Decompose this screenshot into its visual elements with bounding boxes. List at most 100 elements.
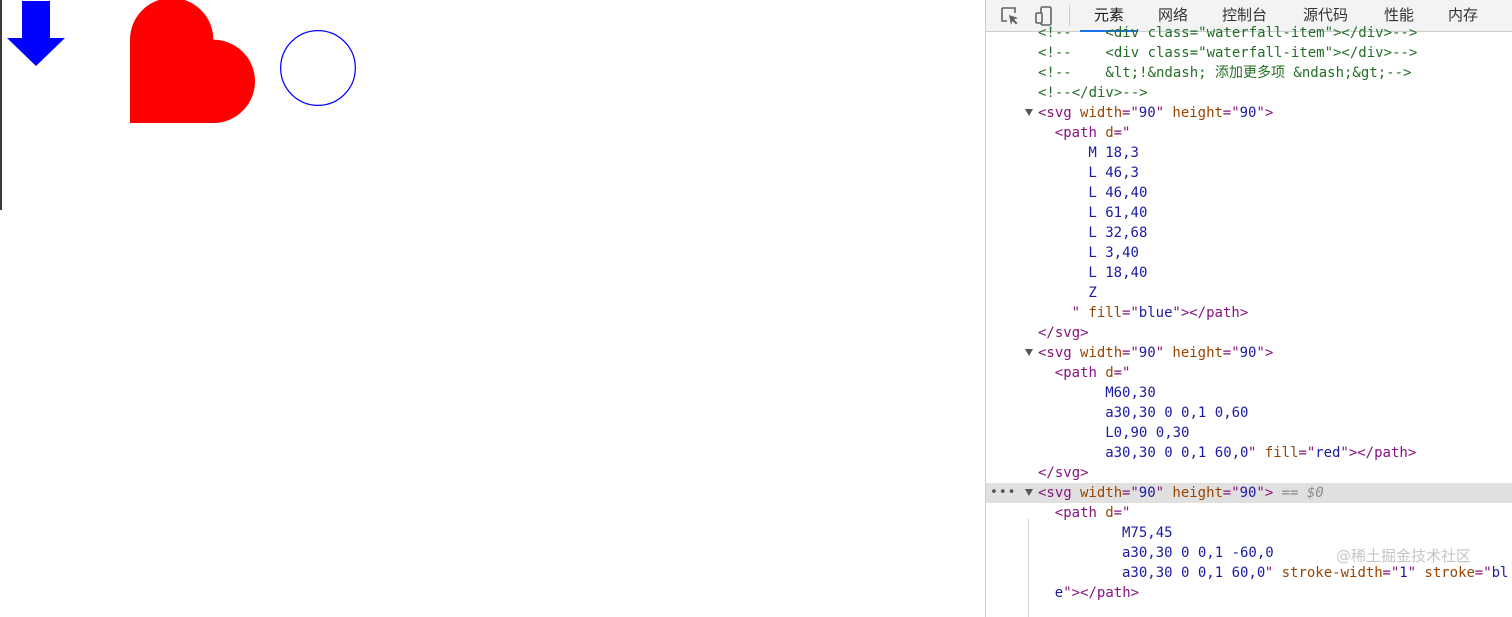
tree-line[interactable]: <svg width="90" height="90"> bbox=[986, 343, 1512, 363]
code-token: <!--</div>--> bbox=[1038, 85, 1148, 101]
tree-line[interactable]: L 46,40 bbox=[986, 183, 1512, 203]
code-token: d bbox=[1105, 505, 1114, 521]
tab-network[interactable]: 网络 bbox=[1158, 6, 1189, 24]
code-token: </svg> bbox=[1038, 325, 1089, 341]
code-token: "></path> bbox=[1172, 305, 1249, 321]
code-token: L 61,40 bbox=[1088, 205, 1148, 221]
code-token: "> bbox=[1256, 345, 1274, 361]
tree-line[interactable]: <!-- <div class="waterfall-item"></div>-… bbox=[986, 43, 1512, 63]
code-token: =" bbox=[1122, 105, 1139, 121]
code-token: <svg bbox=[1038, 105, 1081, 121]
tree-line[interactable]: L 32,68 bbox=[986, 223, 1512, 243]
code-token: height bbox=[1172, 105, 1223, 121]
code-token: </svg> bbox=[1038, 465, 1089, 481]
tree-line[interactable]: <!--</div>--> bbox=[986, 83, 1512, 103]
tree-line[interactable]: <path d=" bbox=[986, 123, 1512, 143]
code-token: " bbox=[1155, 105, 1173, 121]
expand-caret-icon[interactable] bbox=[1025, 109, 1033, 116]
tab-performance[interactable]: 性能 bbox=[1384, 6, 1415, 24]
code-token: <!-- <div class="waterfall-item"></div>-… bbox=[1038, 45, 1418, 61]
tree-line[interactable]: L 61,40 bbox=[986, 203, 1512, 223]
tree-line[interactable]: e"></path> bbox=[986, 583, 1512, 603]
code-token: 90 bbox=[1138, 105, 1156, 121]
code-token: <path bbox=[1054, 505, 1106, 521]
tree-line[interactable]: <!-- &lt;!&ndash; 添加更多项 &ndash;&gt;--> bbox=[986, 63, 1512, 83]
selected-element-marker: == $0 bbox=[1281, 485, 1324, 501]
code-token: height bbox=[1172, 345, 1223, 361]
code-token: 90 bbox=[1138, 485, 1156, 501]
tree-line[interactable]: M 18,3 bbox=[986, 143, 1512, 163]
code-token: bl bbox=[1491, 565, 1509, 581]
code-token: M60,30 bbox=[1105, 385, 1156, 401]
tab-elements[interactable]: 元素 bbox=[1079, 0, 1139, 32]
code-token: <!-- <div class="waterfall-item"></div>-… bbox=[1038, 25, 1418, 41]
code-token: L 3,40 bbox=[1088, 245, 1139, 261]
code-token: width bbox=[1080, 345, 1123, 361]
tree-line[interactable]: a30,30 0 0,1 60,0" stroke-width="1" stro… bbox=[986, 563, 1512, 583]
code-token: d bbox=[1105, 365, 1114, 381]
code-token: height bbox=[1172, 485, 1223, 501]
code-token: blue bbox=[1138, 305, 1173, 321]
code-token: =" bbox=[1122, 345, 1139, 361]
tree-line[interactable]: <path d=" bbox=[986, 503, 1512, 523]
code-token: 1 bbox=[1399, 565, 1408, 581]
tree-line[interactable]: a30,30 0 0,1 60,0" fill="red"></path> bbox=[986, 443, 1512, 463]
code-token: e bbox=[1054, 585, 1064, 601]
elements-tree[interactable]: <!-- <div class="waterfall-item"></div>-… bbox=[986, 25, 1512, 617]
code-token: 90 bbox=[1239, 105, 1257, 121]
tree-line[interactable]: </svg> bbox=[986, 463, 1512, 483]
tab-console[interactable]: 控制台 bbox=[1222, 6, 1268, 24]
code-token: =" bbox=[1113, 125, 1131, 141]
tab-sources[interactable]: 源代码 bbox=[1303, 6, 1349, 24]
tree-line[interactable]: <path d=" bbox=[986, 363, 1512, 383]
code-token: =" bbox=[1122, 305, 1139, 321]
tree-line[interactable]: M60,30 bbox=[986, 383, 1512, 403]
code-token: " bbox=[1155, 345, 1173, 361]
code-token: M75,45 bbox=[1122, 525, 1173, 541]
code-token: M 18,3 bbox=[1088, 145, 1139, 161]
inspect-element-icon[interactable] bbox=[998, 4, 1022, 28]
tab-memory[interactable]: 内存 bbox=[1448, 6, 1479, 24]
code-token: L 46,3 bbox=[1088, 165, 1139, 181]
tree-line[interactable]: a30,30 0 0,1 -60,0 bbox=[986, 543, 1512, 563]
code-token: =" bbox=[1222, 345, 1240, 361]
selected-tree-line[interactable]: •••<svg width="90" height="90">== $0 bbox=[986, 483, 1512, 503]
tree-line[interactable]: <!-- <div class="waterfall-item"></div>-… bbox=[986, 23, 1512, 43]
code-token: "></path> bbox=[1063, 585, 1140, 601]
device-toolbar-icon[interactable] bbox=[1032, 4, 1056, 28]
code-token: L0,90 0,30 bbox=[1105, 425, 1190, 441]
code-token: <path bbox=[1054, 125, 1106, 141]
code-token: =" bbox=[1113, 505, 1131, 521]
code-token: stroke bbox=[1424, 565, 1475, 581]
more-options-icon[interactable]: ••• bbox=[990, 485, 1017, 500]
code-token: " bbox=[1155, 485, 1173, 501]
code-token: =" bbox=[1474, 565, 1492, 581]
code-token: <!-- &lt;!&ndash; 添加更多项 &ndash;&gt;--> bbox=[1038, 65, 1412, 81]
devtools-panel: 元素 网络 控制台 源代码 性能 内存 <!-- <div class="wat… bbox=[985, 0, 1512, 617]
tree-line[interactable]: " fill="blue"></path> bbox=[986, 303, 1512, 323]
tree-line[interactable]: <svg width="90" height="90"> bbox=[986, 103, 1512, 123]
code-token: fill bbox=[1264, 445, 1299, 461]
tree-line[interactable]: a30,30 0 0,1 0,60 bbox=[986, 403, 1512, 423]
code-token: " bbox=[1071, 305, 1089, 321]
blue-arrow-svg[interactable] bbox=[4, 0, 94, 88]
red-heart-svg[interactable] bbox=[130, 0, 255, 123]
code-token: =" bbox=[1122, 485, 1139, 501]
red-heart-path bbox=[130, 0, 255, 123]
tree-line[interactable]: L 18,40 bbox=[986, 263, 1512, 283]
tree-line[interactable]: L0,90 0,30 bbox=[986, 423, 1512, 443]
code-token: <path bbox=[1054, 365, 1106, 381]
circle-outline-svg[interactable] bbox=[262, 12, 374, 124]
expand-caret-icon[interactable] bbox=[1025, 349, 1033, 356]
watermark: @稀土掘金技术社区 bbox=[1336, 547, 1472, 565]
code-token: d bbox=[1105, 125, 1114, 141]
code-token: width bbox=[1080, 485, 1123, 501]
tree-line[interactable]: M75,45 bbox=[986, 523, 1512, 543]
code-token: "> bbox=[1256, 485, 1274, 501]
tree-line[interactable]: Z bbox=[986, 283, 1512, 303]
code-token: L 18,40 bbox=[1088, 265, 1148, 281]
expand-caret-icon[interactable] bbox=[1025, 489, 1033, 496]
tree-line[interactable]: L 3,40 bbox=[986, 243, 1512, 263]
tree-line[interactable]: </svg> bbox=[986, 323, 1512, 343]
tree-line[interactable]: L 46,3 bbox=[986, 163, 1512, 183]
